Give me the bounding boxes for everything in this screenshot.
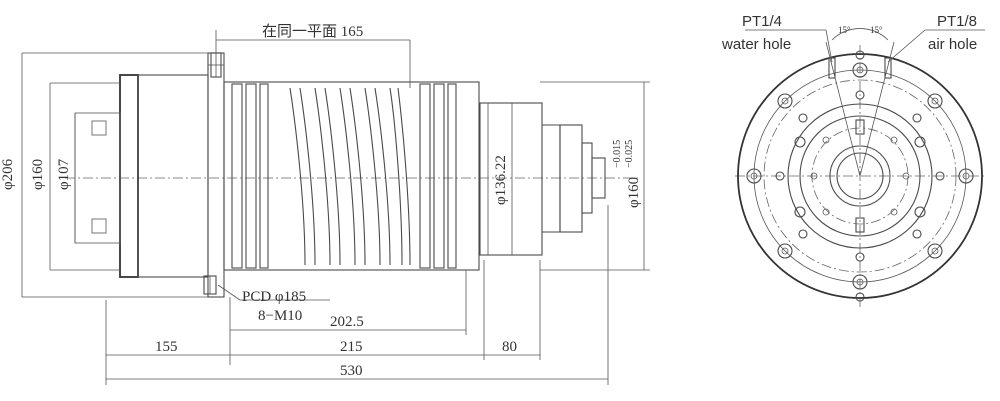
dim-530: 530 (340, 363, 363, 379)
water-hole-label: water hole (721, 36, 791, 53)
dim-dia-160: φ160 (30, 159, 46, 190)
port-leaders (745, 28, 985, 177)
housing (223, 81, 480, 271)
dim-155: 155 (155, 339, 178, 355)
tolerance-lower: −0.025 (624, 140, 635, 168)
vertical-dims (21, 53, 645, 297)
coplanar-note: 在同一平面 165 (262, 23, 363, 40)
port-slots (828, 57, 892, 79)
inner-holes (775, 50, 945, 302)
dim-215: 215 (340, 339, 363, 355)
dim-dia-206: φ206 (0, 158, 16, 190)
dim-dia-160-right: φ160 (626, 177, 642, 208)
air-hole-label: air hole (928, 36, 977, 53)
flange (119, 52, 225, 298)
horizontal-dims (105, 205, 609, 385)
water-port-size: PT1/4 (742, 13, 782, 30)
angle-left: 15° (838, 25, 851, 35)
end-view: PT1/4 water hole PT1/8 air hole 15° 15° (721, 13, 985, 310)
bore (829, 145, 891, 207)
coplanar-dim (215, 30, 411, 88)
side-view: φ206 φ160 φ107 φ136.22 φ160 −0.015 −0.02… (0, 23, 650, 385)
dim-80: 80 (502, 339, 517, 355)
tolerance-upper: −0.015 (612, 140, 623, 168)
bolts-label: 8−M10 (258, 308, 302, 324)
pcd-leader (217, 284, 330, 301)
dim-202-5: 202.5 (330, 314, 364, 330)
angle-right: 15° (870, 25, 883, 35)
pcd-label: PCD φ185 (242, 289, 306, 305)
front-nose (479, 81, 650, 271)
dim-dia-107: φ107 (56, 158, 72, 190)
air-port-size: PT1/8 (937, 13, 977, 30)
outer-rim (737, 53, 983, 299)
mounting-holes (746, 62, 974, 290)
dim-dia-136: φ136.22 (493, 155, 509, 205)
